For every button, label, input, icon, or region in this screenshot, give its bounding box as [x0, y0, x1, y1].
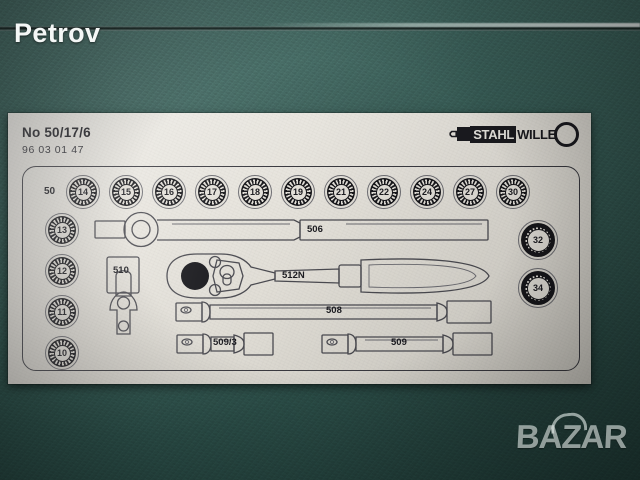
- socket-11: 11: [45, 295, 79, 329]
- article-number-text: 96 03 01 47: [22, 144, 85, 156]
- seller-watermark: Petrov: [14, 18, 101, 48]
- stahlwille-logo: STAHL WILLE: [448, 121, 579, 147]
- tool-label-512n: 512N: [282, 270, 305, 281]
- socket-size-label: 22: [378, 187, 389, 197]
- tool-extension-509-3: 509/3: [176, 331, 274, 357]
- socket-22: 22: [367, 175, 401, 209]
- socket-34: 34: [518, 268, 558, 308]
- panel-seam-line: [0, 26, 640, 31]
- socket-15: 15: [109, 175, 143, 209]
- socket-size-label: 24: [421, 187, 432, 197]
- set-number-text: No 50/17/6: [22, 125, 91, 140]
- tool-label-510: 510: [113, 265, 129, 276]
- socket-size-label: 14: [77, 187, 88, 197]
- socket-size-label: 10: [56, 348, 67, 358]
- socket-16: 16: [152, 175, 186, 209]
- tool-sliding-t-handle-506: 506: [94, 211, 490, 250]
- socket-size-label: 12: [56, 266, 67, 276]
- socket-18: 18: [238, 175, 272, 209]
- bazar-watermark: BAZAR: [515, 411, 627, 456]
- socket-19: 19: [281, 175, 315, 209]
- socket-size-label: 13: [56, 225, 67, 235]
- paper-texture-overlay: [8, 113, 591, 384]
- socket-21: 21: [324, 175, 358, 209]
- socket-12: 12: [45, 254, 79, 288]
- socket-size-label: 16: [163, 187, 174, 197]
- panel-seam-highlight: [260, 23, 640, 27]
- tool-label-509: 509: [391, 337, 407, 348]
- socket-size-label: 19: [292, 187, 303, 197]
- tool-universal-joint-510: 510: [100, 256, 148, 336]
- socket-13: 13: [45, 213, 79, 247]
- open-end-wrench-icon: [449, 127, 471, 141]
- tool-extension-509: 509: [321, 331, 493, 357]
- logo-stahl-text: STAHL: [470, 125, 517, 143]
- socket-size-label: 32: [532, 235, 543, 245]
- socket-size-label: 21: [335, 187, 346, 197]
- socket-size-label: 30: [507, 187, 518, 197]
- tool-label-509-3: 509/3: [213, 337, 237, 348]
- socket-size-label: 15: [120, 187, 131, 197]
- product-label-card: No 50/17/6 96 03 01 47 STAHL WILLE 50 14…: [8, 113, 591, 384]
- socket-size-label: 17: [206, 187, 217, 197]
- tool-ratchet-512n: 512N: [163, 252, 498, 300]
- tool-extension-508: 508: [175, 299, 493, 325]
- socket-17: 17: [195, 175, 229, 209]
- ring-spanner-icon: [554, 121, 579, 147]
- socket-size-label: 34: [532, 283, 543, 293]
- socket-27: 27: [453, 175, 487, 209]
- diagram-frame: [22, 166, 580, 371]
- socket-24: 24: [410, 175, 444, 209]
- socket-32: 32: [518, 220, 558, 260]
- tool-label-506: 506: [307, 224, 323, 235]
- logo-wille-text: WILLE: [517, 126, 556, 142]
- socket-size-label: 18: [249, 187, 260, 197]
- socket-size-label: 27: [464, 187, 475, 197]
- socket-10: 10: [45, 336, 79, 370]
- socket-size-label: 11: [57, 307, 67, 317]
- socket-series-label: 50: [44, 186, 56, 197]
- socket-30: 30: [496, 175, 530, 209]
- tool-label-508: 508: [326, 305, 342, 316]
- socket-14: 14: [66, 175, 100, 209]
